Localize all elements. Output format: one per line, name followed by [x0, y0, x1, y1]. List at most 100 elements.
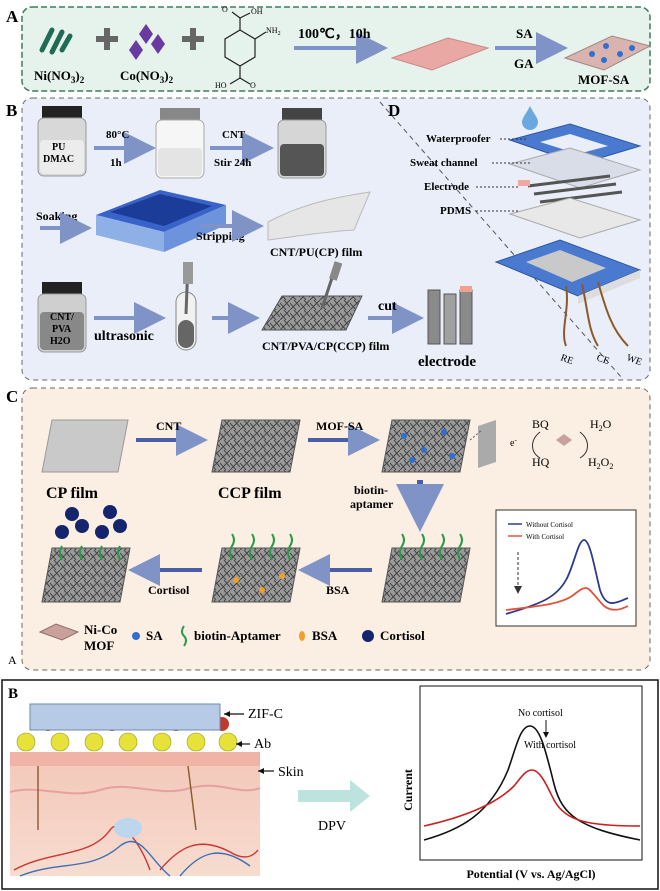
panel-b2: B ZIF-C Ab Skin	[1, 679, 659, 890]
nickel-nitrate-icon	[39, 27, 73, 55]
mof-sa-label: MOF-SA	[578, 72, 630, 87]
ccp-film-square	[211, 419, 301, 473]
vial1-text-2: DMAC	[43, 154, 74, 165]
skin-top-layer	[10, 752, 260, 766]
oh-top: OH	[251, 7, 263, 16]
aptamer-strands-2	[229, 533, 293, 561]
stir-label: Stir 24h	[214, 157, 251, 169]
y-axis-label: Current	[401, 769, 415, 811]
key-aptamer-icon	[181, 625, 187, 647]
vial-clear	[155, 108, 205, 179]
key-bsa-label: BSA	[312, 628, 338, 643]
panel-b-letter: B	[6, 101, 17, 120]
sweat-channel-label: Sweat channel	[410, 157, 478, 169]
key-sa-icon	[132, 632, 140, 640]
panel-a-letter: A	[6, 7, 19, 26]
sweat-drop-icon	[522, 106, 538, 130]
panel-c-letter: C	[6, 387, 18, 406]
key-cortisol-icon	[362, 630, 374, 642]
mof-catalyst-icon	[556, 434, 572, 446]
electrode-surface	[478, 420, 496, 468]
decrease-arrow-head	[514, 586, 522, 594]
zif-c-label: ZIF-C	[248, 707, 283, 722]
panel-d-letter: D	[388, 101, 400, 120]
ga-label: GA	[514, 56, 534, 71]
cp-film-sheet	[267, 191, 371, 241]
dpv-arrow	[298, 780, 370, 812]
sensor-window	[526, 250, 606, 282]
panel-bd: B D PU DMAC 80°C 1h CNT Stir 24h Soaki	[6, 97, 651, 381]
pdms-layer	[508, 197, 642, 239]
vial2-text-2: PVA	[52, 324, 72, 335]
nh2-label: NH2	[266, 26, 281, 37]
sa-star-icons	[589, 43, 635, 63]
biotin-label-2: aptamer	[350, 497, 394, 511]
condition-label: 100℃，10h	[298, 27, 371, 42]
curve-with-cortisol-b	[423, 769, 641, 827]
antibody-layer	[16, 732, 238, 752]
dpv-label: DPV	[318, 819, 346, 834]
key-mof-label-1: Ni-Co	[84, 622, 117, 637]
key-mof-icon	[38, 623, 80, 641]
mof-sa-film-square	[381, 419, 471, 473]
ab-label: Ab	[254, 737, 271, 752]
vial-cnt-pva	[37, 282, 87, 353]
sweat-channel-layer	[508, 147, 642, 189]
x-axis-label: Potential (V vs. Ag/AgCl)	[466, 867, 595, 881]
cnt-label-b: CNT	[222, 129, 246, 141]
aminoterephthalic-acid-structure	[224, 11, 267, 85]
cp-film-label: CNT/PU(CP) film	[270, 245, 362, 259]
temp-label: 80°C	[106, 129, 129, 141]
legend-with-label: With Cortisol	[526, 533, 564, 541]
cobalt-nitrate-icon	[129, 24, 165, 60]
hq-label: HQ	[532, 455, 550, 469]
electrode-pad	[518, 180, 530, 186]
blood-vessels-red	[13, 825, 259, 871]
bsa-dots-2	[233, 573, 285, 593]
cortisol-film-square	[41, 547, 131, 603]
sa-stars-c	[401, 429, 455, 463]
sensor-wires	[563, 281, 629, 347]
ho-bottom: HO	[215, 81, 227, 90]
plus-icon	[96, 28, 118, 50]
no-cortisol-label: No cortisol	[518, 708, 563, 719]
ccp-film-label: CNT/PVA/CP(CCP) film	[262, 339, 389, 353]
key-bsa-icon	[299, 631, 305, 641]
aptamer-strands-1	[399, 533, 463, 561]
cp-film-square	[41, 419, 129, 473]
ab-pointer-head	[236, 741, 242, 747]
curve-no-cortisol	[423, 725, 641, 841]
ccp-film-sheet	[261, 295, 363, 331]
we-label: WE	[625, 352, 643, 368]
cp-film-title: CP film	[46, 485, 99, 502]
biotin-label-1: biotin-	[354, 483, 388, 497]
soaking-tray	[96, 190, 226, 252]
mof-sheet	[390, 37, 490, 71]
bsa-film-square	[211, 547, 301, 603]
key-mof-label-2: MOF	[84, 638, 114, 653]
zif-c-pointer-head	[224, 711, 230, 717]
aptamer-film-square	[381, 547, 471, 603]
o-bottom: O	[250, 81, 256, 90]
bq-label: BQ	[532, 417, 549, 431]
cnt-label-c: CNT	[156, 419, 181, 433]
soaking-label: Soaking	[36, 209, 77, 223]
vial1-text-1: PU	[52, 142, 65, 153]
plus-icon-2	[182, 28, 204, 50]
ultrasonic-label: ultrasonic	[94, 329, 154, 344]
curve-with-cortisol	[505, 587, 629, 611]
h2o2-label: H2O2	[588, 455, 613, 471]
vial-cnt	[277, 108, 327, 179]
cortisol-spheres	[55, 505, 127, 539]
panel-a: A Ni(NO3)2 Co(NO3)2 O OH NH2 HO	[6, 5, 652, 92]
blood-vessels-blue	[19, 840, 251, 877]
vial2-text-3: H2O	[50, 336, 71, 347]
time-label: 1h	[110, 157, 122, 169]
h2o-label: H2O	[590, 417, 612, 433]
sensor-edge	[578, 270, 640, 304]
zif-c-layer	[29, 703, 221, 731]
redox-arc-2	[579, 431, 588, 459]
hair-follicle-2	[187, 765, 197, 831]
key-sa-label: SA	[146, 628, 163, 643]
